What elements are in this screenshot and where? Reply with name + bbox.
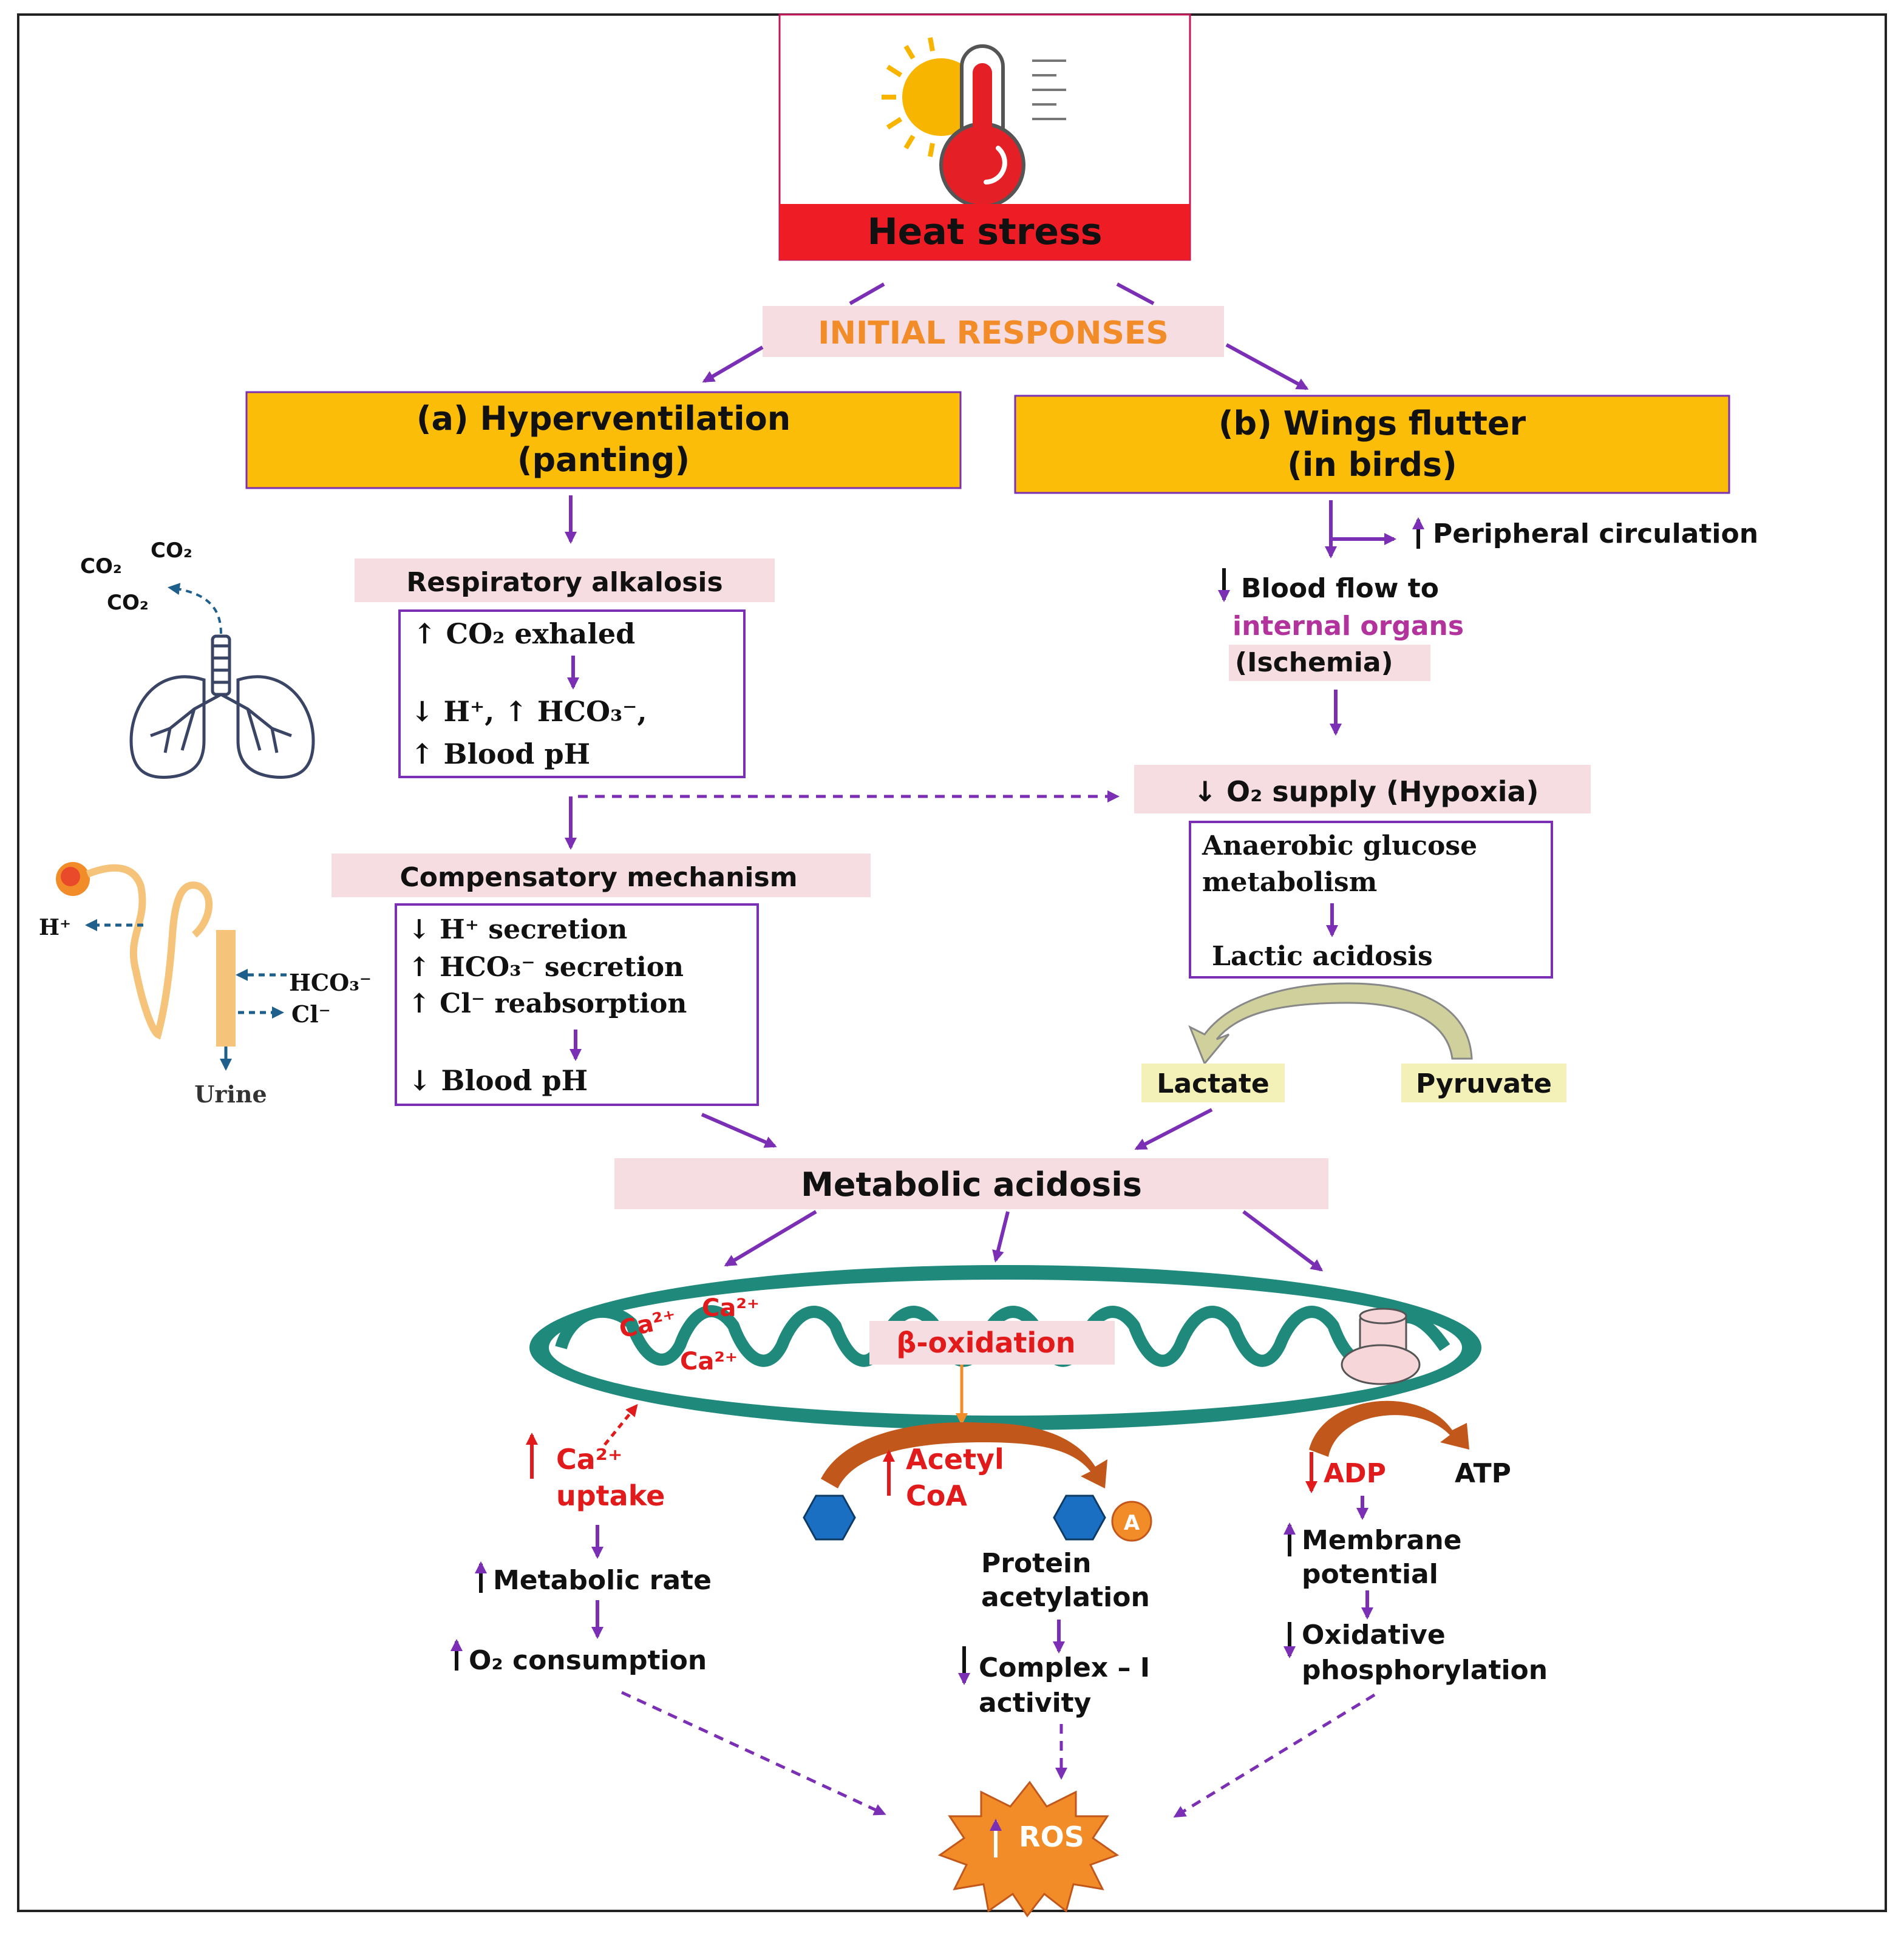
hyperventilation-line1: (a) Hyperventilation: [416, 399, 790, 438]
acetyl-group-letter: A: [1124, 1511, 1140, 1535]
compensatory-box: [395, 903, 759, 1106]
lungs-icon: CO₂ CO₂ CO₂: [80, 538, 315, 779]
beta-oxidation-label: β-oxidation: [896, 1326, 1075, 1359]
ischemia-bg: [1229, 645, 1430, 681]
complex-line1: Complex – I: [979, 1652, 1150, 1683]
hyperventilation-box: [245, 391, 962, 489]
blood-ph-down-text: ↓ Blood pH: [408, 1064, 588, 1097]
oxphos-line1: Oxidative: [1302, 1620, 1446, 1651]
heat-stress-label: Heat stress: [867, 211, 1102, 253]
atp-label: ATP: [1455, 1458, 1511, 1489]
o2-to-ros-arrow: [620, 1691, 886, 1816]
co2-label-1: CO₂: [80, 554, 122, 579]
peripheral-circulation-text: Peripheral circulation: [1433, 518, 1758, 549]
kidney-nephron-icon: H⁺ HCO₃⁻ Cl⁻ Urine: [39, 862, 372, 1108]
hyperventilation-line2: (panting): [517, 441, 690, 479]
membrane-line2: potential: [1302, 1559, 1438, 1590]
ros-label: ROS: [1019, 1820, 1084, 1853]
mito-ca-2: Ca²⁺: [702, 1294, 760, 1322]
comp-to-metabolic-arrow: [701, 1113, 777, 1148]
heat-stress-box: Heat stress: [778, 13, 1191, 261]
protein-acetylation-line2: acetylation: [981, 1582, 1150, 1613]
cl-reabsorption-text: ↑ Cl⁻ reabsorption: [408, 988, 687, 1019]
urine-label: Urine: [194, 1081, 267, 1108]
lactic-acidosis-text: Lactic acidosis: [1212, 941, 1433, 972]
metabolic-to-left-arrow: [724, 1210, 817, 1267]
initial-to-wings-arrow: [1225, 343, 1309, 390]
blood-flow-line2: internal organs: [1232, 611, 1464, 642]
initial-responses-label: INITIAL RESPONSES: [818, 315, 1169, 351]
heat-to-initial-arrow-right: [1116, 282, 1155, 305]
resp-alkalosis-bg: [355, 558, 775, 602]
lactate-bg: [1141, 1064, 1285, 1102]
lactate-label: Lactate: [1157, 1068, 1269, 1099]
hco3-secretion-text: ↑ HCO₃⁻ secretion: [408, 952, 684, 983]
outer-frame: [17, 13, 1887, 1912]
protein-acetylation-line1: Protein: [981, 1548, 1091, 1579]
co2-label-3: CO₂: [107, 591, 149, 615]
co2-label-2: CO₂: [151, 538, 192, 563]
ca-uptake-dashed-arrow: [604, 1403, 638, 1446]
hypoxia-bg: [1134, 765, 1591, 813]
ros-burst-icon: [937, 1780, 1120, 1918]
resp-alkalosis-box: [398, 609, 746, 778]
wings-flutter-box: [1014, 395, 1730, 494]
lactate-to-metabolic-arrow: [1134, 1108, 1213, 1150]
metabolic-acidosis-label: Metabolic acidosis: [801, 1165, 1142, 1204]
ca-uptake-line2: uptake: [556, 1479, 665, 1512]
initial-to-hyper-arrow: [702, 345, 764, 383]
protein-hexagon-left: [803, 1495, 856, 1541]
pyruvate-bg: [1401, 1064, 1566, 1102]
anaerobic-line2: metabolism: [1202, 867, 1377, 898]
initial-responses-bg: [763, 306, 1224, 357]
acetyl-line1: Acetyl: [906, 1443, 1004, 1476]
o2-consumption-text: O₂ consumption: [469, 1645, 707, 1676]
acetyl-line2: CoA: [906, 1479, 967, 1512]
wings-flutter-line1: (b) Wings flutter: [1219, 404, 1526, 443]
heat-to-initial-arrow: [849, 282, 885, 305]
complex-line2: activity: [979, 1688, 1091, 1719]
h-secretion-text: ↓ H⁺ secretion: [408, 914, 627, 945]
adp-atp-curved-arrow: [1309, 1400, 1469, 1457]
pyruvate-label: Pyruvate: [1416, 1068, 1552, 1099]
metabolic-to-right-arrow: [1242, 1210, 1324, 1272]
metabolic-rate-text: Metabolic rate: [493, 1565, 712, 1596]
oxphos-line2: phosphorylation: [1302, 1655, 1548, 1686]
protein-hexagon-right: [1053, 1495, 1106, 1541]
acetylation-curved-arrow: [821, 1422, 1107, 1488]
oxphos-to-ros-arrow: [1173, 1693, 1376, 1818]
thermometer-icon: [882, 37, 1066, 208]
membrane-line1: Membrane: [1302, 1525, 1462, 1556]
ions-text: ↓ H⁺, ↑ HCO₃⁻,: [410, 695, 647, 728]
co2-exhaled-text: ↑ CO₂ exhaled: [413, 617, 635, 650]
resp-alkalosis-title: Respiratory alkalosis: [406, 567, 722, 598]
kidney-hco3-label: HCO₃⁻: [289, 969, 372, 996]
pyruvate-to-lactate-curved-arrow: [1188, 982, 1473, 1065]
anaerobic-line1: Anaerobic glucose: [1202, 830, 1477, 861]
blood-flow-line1: Blood flow to: [1241, 573, 1439, 604]
mitochondrion-icon: Ca²⁺ Ca²⁺ Ca²⁺ β-oxidation: [529, 1265, 1481, 1430]
hypoxia-text: ↓ O₂ supply (Hypoxia): [1193, 775, 1538, 808]
kidney-cl-label: Cl⁻: [291, 1000, 331, 1028]
compensatory-title: Compensatory mechanism: [399, 862, 797, 893]
metabolic-acidosis-bg: [614, 1158, 1328, 1209]
acetyl-group-icon: [1111, 1501, 1152, 1542]
kidney-h-label: H⁺: [39, 915, 71, 940]
atp-synthase-icon: [1341, 1308, 1421, 1385]
compensatory-bg: [332, 853, 871, 897]
adp-label: ADP: [1324, 1458, 1386, 1489]
blood-ph-up-text: ↑ Blood pH: [410, 738, 590, 770]
ca-uptake-line1: Ca²⁺: [556, 1443, 622, 1476]
wings-flutter-line2: (in birds): [1287, 446, 1457, 484]
blood-flow-line3: (Ischemia): [1235, 647, 1393, 678]
anaerobic-box: [1189, 821, 1553, 979]
metabolic-to-mid-arrow: [992, 1211, 1010, 1263]
mito-ca-3: Ca²⁺: [680, 1348, 738, 1376]
